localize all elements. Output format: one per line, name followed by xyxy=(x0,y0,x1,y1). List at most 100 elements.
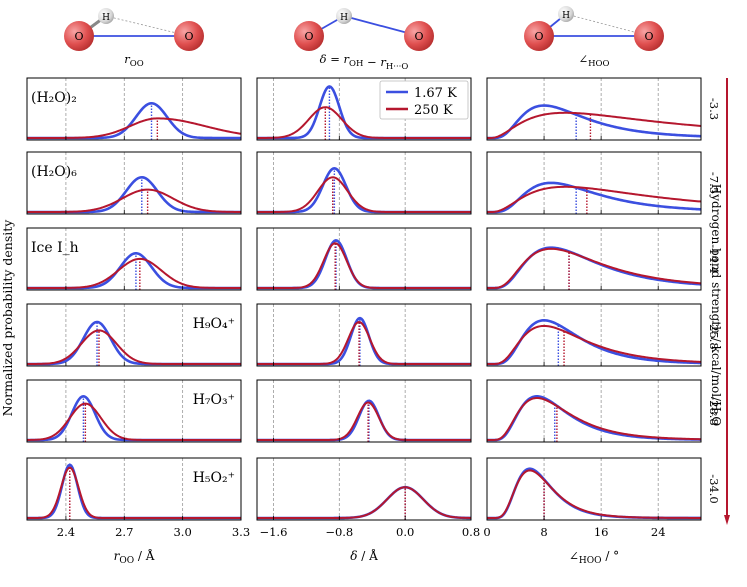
oxygen-atom xyxy=(404,21,434,51)
right-axis-label: Hydrogen bond strength / kcal/mol/H₂O xyxy=(709,184,723,427)
hb-strength-value: -7.5 xyxy=(707,172,721,194)
curve-1-67k xyxy=(487,104,701,140)
curve-1-67k xyxy=(257,167,471,214)
x-axis-label: δ / Å xyxy=(350,548,378,563)
panel-r6-c2 xyxy=(256,457,472,521)
system-label: (H₂O)₆ xyxy=(31,164,77,180)
panel-frame xyxy=(486,303,702,367)
x-tick-label: 2.4 xyxy=(57,525,75,539)
panel-r4-c2 xyxy=(256,303,472,367)
curve-1-67k xyxy=(487,181,701,214)
column-header: δ = rOH − rH···O xyxy=(320,52,409,72)
panel-frame xyxy=(486,227,702,291)
column-header: ∠HOO xyxy=(579,52,610,69)
oxygen-atom-label: O xyxy=(414,30,423,43)
curve-250k xyxy=(27,329,241,365)
column-header: rOO xyxy=(124,52,143,69)
hydrogen-atom-label: H xyxy=(562,11,570,21)
hb-strength-value: -14.4 xyxy=(707,244,721,274)
x-axis-label: ∠HOO / ° xyxy=(569,549,619,566)
hb-strength-value: -25.8 xyxy=(707,320,721,350)
panel-frame xyxy=(26,77,242,141)
curve-250k xyxy=(27,117,241,139)
curve-1-67k xyxy=(257,239,471,290)
oxygen-atom xyxy=(634,21,664,51)
panel-r2-c2 xyxy=(256,151,472,215)
panel-frame xyxy=(26,379,242,443)
x-axis-label: rOO / Å xyxy=(114,548,155,566)
x-tick-label: −1.6 xyxy=(259,525,287,539)
y-axis-label: Normalized probability density xyxy=(0,219,15,417)
legend: 1.67 K 250 K xyxy=(379,80,469,120)
curve-250k xyxy=(257,401,471,441)
curve-1-67k xyxy=(27,175,241,214)
curve-1-67k xyxy=(487,467,701,520)
curve-250k xyxy=(257,321,471,365)
hydrogen-atom xyxy=(336,8,352,24)
hydrogen-atom xyxy=(98,8,114,24)
panel-r5-c2 xyxy=(256,379,472,443)
panel-r4-c1 xyxy=(26,303,242,367)
oxygen-atom xyxy=(64,21,94,51)
x-tick-label: 8 xyxy=(540,525,547,539)
x-tick-label: 0.8 xyxy=(462,525,480,539)
column-headers: rOO δ = rOH − rH···O ∠HOO xyxy=(124,52,609,72)
curve-1-67k xyxy=(27,252,241,290)
panel-r3-c2 xyxy=(256,227,472,291)
panel-r5-c1 xyxy=(26,379,242,443)
panel-r2-c3 xyxy=(486,151,702,215)
oxygen-atom xyxy=(174,21,204,51)
panel-r6-c3 xyxy=(486,457,702,521)
x-tick-label: 0.0 xyxy=(396,525,414,539)
oxygen-atom-label: O xyxy=(534,30,543,43)
panel-r1-c2 xyxy=(256,77,472,141)
x-tick-label: −0.8 xyxy=(325,525,353,539)
curve-250k xyxy=(487,247,701,289)
curve-250k xyxy=(27,257,241,289)
curve-250k xyxy=(487,185,701,213)
curve-250k xyxy=(27,466,241,519)
legend-label: 250 K xyxy=(414,103,453,118)
molecule-2: O O H xyxy=(294,8,434,51)
x-tick-label: 2.7 xyxy=(115,525,133,539)
panel-r1-c1 xyxy=(26,77,242,141)
panel-r5-c3 xyxy=(486,379,702,443)
curve-250k xyxy=(257,106,471,139)
panel-frame xyxy=(486,379,702,443)
oxygen-atom-label: O xyxy=(304,30,313,43)
hb-strength-value: -28.8 xyxy=(707,396,721,426)
panel-frame xyxy=(256,77,472,141)
curve-1-67k xyxy=(27,101,241,140)
curve-250k xyxy=(487,324,701,365)
panel-frame xyxy=(256,457,472,521)
panel-r2-c1 xyxy=(26,151,242,215)
x-tick-label: 3.3 xyxy=(232,525,250,539)
curve-1-67k xyxy=(487,395,701,442)
panel-frame xyxy=(256,379,472,443)
legend-label: 1.67 K xyxy=(414,86,457,101)
system-label: H₉O₄⁺ xyxy=(193,316,235,332)
x-tick-label: 0 xyxy=(483,525,490,539)
curve-250k xyxy=(487,397,701,441)
curve-250k xyxy=(257,486,471,519)
hydrogen-atom-label: H xyxy=(340,13,348,23)
panel-frame xyxy=(26,457,242,521)
hb-strength-value: -34.0 xyxy=(707,474,721,504)
panel-frame xyxy=(256,303,472,367)
panel-frame xyxy=(256,151,472,215)
oxygen-atom xyxy=(294,21,324,51)
panel-r6-c1 xyxy=(26,457,242,521)
oxygen-atom xyxy=(524,21,554,51)
curve-250k xyxy=(487,111,701,139)
curve-250k xyxy=(257,242,471,289)
panel-frame xyxy=(486,151,702,215)
oxygen-atom-label: O xyxy=(74,30,83,43)
oxygen-atom-label: O xyxy=(184,30,193,43)
panel-frame xyxy=(486,457,702,521)
